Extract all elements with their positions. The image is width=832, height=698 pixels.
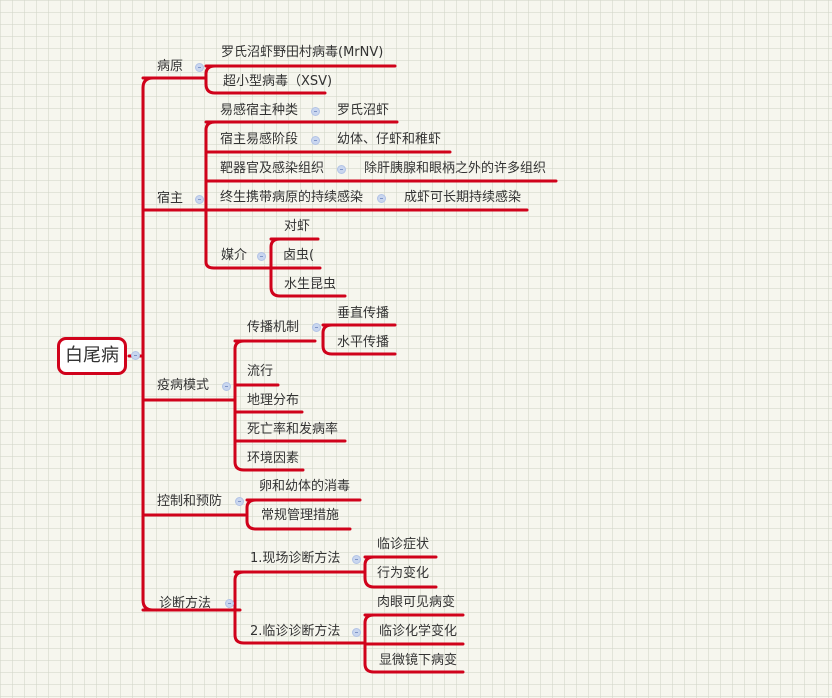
node-clinical-diagnosis[interactable]: 2.临诊诊断方法 bbox=[250, 624, 341, 639]
collapse-toggle-icon[interactable] bbox=[195, 63, 204, 72]
root-node[interactable]: 白尾病 bbox=[57, 337, 127, 375]
branch-control-prevention[interactable]: 控制和预防 bbox=[157, 494, 223, 509]
node-host-stage-value[interactable]: 幼体、仔虾和稚虾 bbox=[337, 132, 442, 147]
node-clinical-chemistry[interactable]: 临诊化学变化 bbox=[379, 624, 458, 639]
collapse-toggle-icon[interactable] bbox=[352, 555, 361, 564]
branch-pathogen[interactable]: 病原 bbox=[157, 59, 184, 74]
node-routine-management[interactable]: 常规管理措施 bbox=[261, 508, 340, 523]
node-transmission[interactable]: 传播机制 bbox=[247, 320, 300, 335]
node-clinical-signs[interactable]: 临诊症状 bbox=[377, 537, 430, 552]
node-host-persistent-infection-value[interactable]: 成虾可长期持续感染 bbox=[404, 190, 522, 205]
collapse-toggle-icon[interactable] bbox=[195, 195, 204, 204]
node-host-persistent-infection[interactable]: 终生携带病原的持续感染 bbox=[220, 190, 364, 205]
collapse-toggle-icon[interactable] bbox=[312, 323, 321, 332]
node-microscopic-lesions[interactable]: 显微镜下病变 bbox=[379, 653, 458, 668]
node-vertical-transmission[interactable]: 垂直传播 bbox=[337, 306, 390, 321]
node-environmental-factors[interactable]: 环境因素 bbox=[247, 451, 300, 466]
node-behavior-changes[interactable]: 行为变化 bbox=[377, 566, 430, 581]
node-field-diagnosis[interactable]: 1.现场诊断方法 bbox=[250, 551, 341, 566]
node-mortality-morbidity[interactable]: 死亡率和发病率 bbox=[247, 422, 339, 437]
node-vector-shrimp[interactable]: 对虾 bbox=[284, 219, 311, 234]
branch-host[interactable]: 宿主 bbox=[157, 191, 184, 206]
node-pathogen-xsv[interactable]: 超小型病毒（XSV) bbox=[223, 74, 333, 89]
collapse-toggle-icon[interactable] bbox=[225, 599, 234, 608]
branch-diagnosis[interactable]: 诊断方法 bbox=[159, 596, 212, 611]
collapse-toggle-icon[interactable] bbox=[311, 107, 320, 116]
collapse-toggle-icon[interactable] bbox=[337, 165, 346, 174]
node-horizontal-transmission[interactable]: 水平传播 bbox=[337, 335, 390, 350]
collapse-toggle-icon[interactable] bbox=[257, 252, 266, 261]
node-vector-aquatic-insects[interactable]: 水生昆虫 bbox=[284, 277, 337, 292]
node-host-stage[interactable]: 宿主易感阶段 bbox=[220, 132, 299, 147]
collapse-toggle-icon[interactable] bbox=[235, 497, 244, 506]
node-vector-artemia[interactable]: 卤虫( bbox=[283, 248, 315, 263]
node-prevalence[interactable]: 流行 bbox=[247, 364, 274, 379]
node-pathogen-mrnv[interactable]: 罗氏沼虾野田村病毒(MrNV) bbox=[221, 45, 384, 60]
node-host-vector[interactable]: 媒介 bbox=[221, 248, 248, 263]
collapse-toggle-icon[interactable] bbox=[311, 136, 320, 145]
node-host-target-organ[interactable]: 靶器官及感染组织 bbox=[220, 161, 325, 176]
node-egg-larvae-disinfection[interactable]: 卵和幼体的消毒 bbox=[259, 479, 351, 494]
branch-epidemiology[interactable]: 疫病模式 bbox=[157, 378, 210, 393]
collapse-toggle-icon[interactable] bbox=[352, 628, 361, 637]
collapse-toggle-icon[interactable] bbox=[131, 351, 140, 360]
node-host-species[interactable]: 易感宿主种类 bbox=[220, 103, 299, 118]
node-gross-lesions[interactable]: 肉眼可见病变 bbox=[377, 595, 456, 610]
node-host-species-value[interactable]: 罗氏沼虾 bbox=[337, 103, 390, 118]
node-geographic-distribution[interactable]: 地理分布 bbox=[247, 393, 300, 408]
collapse-toggle-icon[interactable] bbox=[222, 382, 231, 391]
collapse-toggle-icon[interactable] bbox=[377, 194, 386, 203]
node-host-target-organ-value[interactable]: 除肝胰腺和眼柄之外的许多组织 bbox=[364, 161, 547, 176]
